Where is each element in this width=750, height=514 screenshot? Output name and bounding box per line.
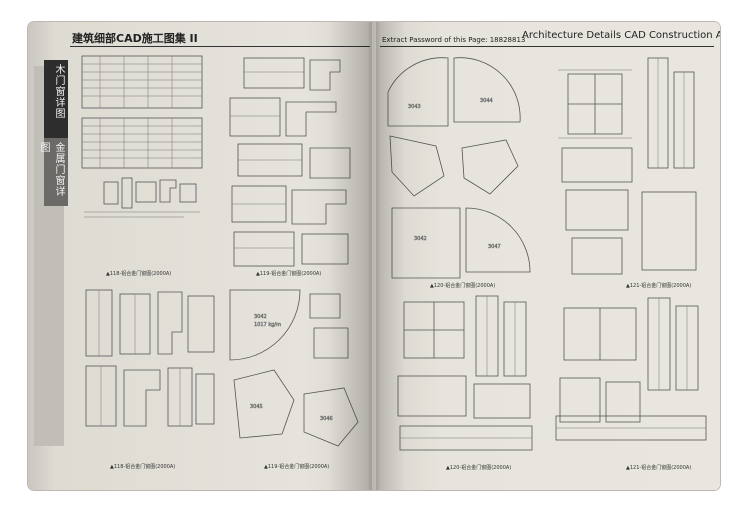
left-caption-3: ▲118-铝合金门窗图(2000A) xyxy=(110,464,176,470)
left-page: 木门窗详图 金属门窗详图 建筑细部CAD施工图集 II xyxy=(28,22,372,490)
svg-text:3045: 3045 xyxy=(250,404,263,410)
right-caption-1: ▲120-铝合金门窗图(2000A) xyxy=(430,283,496,289)
right-window-elevation-bottom-left xyxy=(397,295,533,451)
right-page-title: Architecture Details CAD Construction At… xyxy=(522,30,720,41)
page-password-note: Extract Password of this Page: 18828813 xyxy=(382,36,526,44)
left-caption-4: ▲119-铝合金门窗图(2000A) xyxy=(264,464,330,470)
side-tab-wood-windows: 木门窗详图 xyxy=(44,60,68,140)
right-header-rule xyxy=(380,46,714,47)
left-arc-profile-drawings: 3042 1017 kg/m 3045 3046 xyxy=(229,289,359,447)
side-tab-metal-windows: 金属门窗详图 xyxy=(38,138,68,206)
right-window-elevation-top xyxy=(558,57,697,275)
right-page: Extract Password of this Page: 18828813 … xyxy=(376,22,720,490)
left-caption-2: ▲119-铝合金门窗图(2000A) xyxy=(256,271,322,277)
right-caption-2: ▲121-铝合金门窗图(2000A) xyxy=(626,283,692,289)
left-header-rule xyxy=(70,46,370,47)
svg-text:1017 kg/m: 1017 kg/m xyxy=(254,322,281,328)
left-spec-table xyxy=(81,55,203,218)
open-book-spread: 木门窗详图 金属门窗详图 建筑细部CAD施工图集 II xyxy=(28,22,720,490)
left-page-title: 建筑细部CAD施工图集 II xyxy=(72,32,198,45)
left-caption-1: ▲118-铝合金门窗图(2000A) xyxy=(106,271,172,277)
svg-text:3042: 3042 xyxy=(254,314,267,320)
svg-text:3047: 3047 xyxy=(488,244,501,250)
svg-text:3043: 3043 xyxy=(408,104,421,110)
svg-text:3042: 3042 xyxy=(414,236,427,242)
left-profile-drawings-bottom xyxy=(85,289,215,427)
right-caption-4: ▲121-铝合金门窗图(2000A) xyxy=(626,465,692,471)
right-window-elevation-bottom-right xyxy=(555,297,707,441)
right-caption-3: ▲120-铝合金门窗图(2000A) xyxy=(446,465,512,471)
right-arc-profile-drawings: 3043 3044 3042 3047 xyxy=(387,57,531,279)
svg-text:3044: 3044 xyxy=(480,98,493,104)
left-profile-drawings-top xyxy=(229,57,351,267)
svg-text:3046: 3046 xyxy=(320,416,333,422)
